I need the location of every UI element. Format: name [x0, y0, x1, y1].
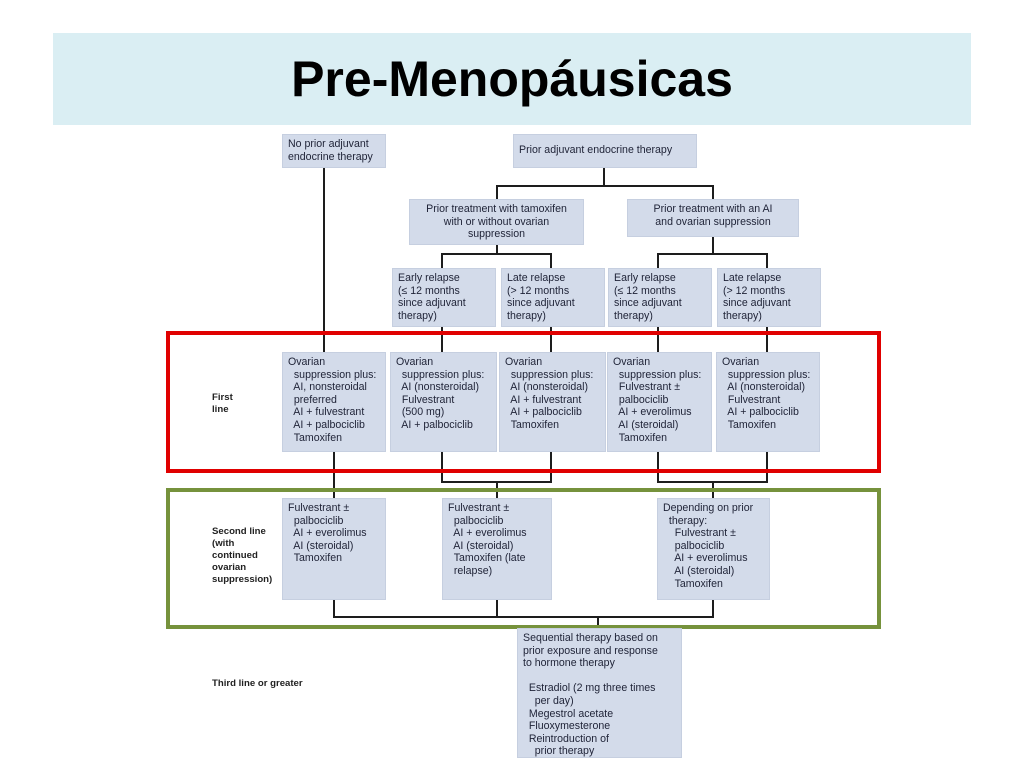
node-prior-ai: Prior treatment with an AI and ovarian s…	[627, 199, 799, 237]
connector-line	[766, 452, 768, 482]
connector-line	[657, 327, 659, 352]
connector-line	[597, 616, 599, 628]
connector-line	[441, 452, 443, 482]
connector-line	[712, 600, 714, 617]
connector-line	[496, 185, 714, 187]
connector-line	[657, 253, 659, 268]
node-first-line-early-ai: Ovarian suppression plus: Fulvestrant ± …	[607, 352, 712, 452]
connector-line	[766, 253, 768, 268]
first-line-highlight-frame	[166, 331, 881, 473]
node-third-line: Sequential therapy based on prior exposu…	[517, 628, 682, 758]
connector-line	[657, 253, 768, 255]
node-early-relapse-tamoxifen: Early relapse (≤ 12 months since adjuvan…	[392, 268, 496, 327]
title-bar: Pre-Menopáusicas	[53, 33, 971, 125]
row-label-third-line: Third line or greater	[212, 678, 303, 689]
second-line-highlight-frame	[166, 488, 881, 629]
connector-line	[766, 327, 768, 352]
connector-line	[441, 253, 552, 255]
connector-line	[550, 452, 552, 482]
connector-line	[657, 452, 659, 482]
connector-line	[496, 185, 498, 199]
connector-line	[441, 253, 443, 268]
slide-title: Pre-Menopáusicas	[291, 51, 733, 107]
node-second-line-2: Fulvestrant ± palbociclib AI + everolimu…	[442, 498, 552, 600]
connector-line	[712, 185, 714, 199]
connector-line	[496, 600, 498, 617]
node-first-line-late-ai: Ovarian suppression plus: AI (nonsteroid…	[716, 352, 820, 452]
node-early-relapse-ai: Early relapse (≤ 12 months since adjuvan…	[608, 268, 712, 327]
node-late-relapse-ai: Late relapse (> 12 months since adjuvant…	[717, 268, 821, 327]
node-second-line-1: Fulvestrant ± palbociclib AI + everolimu…	[282, 498, 386, 600]
node-no-prior-adjuvant: No prior adjuvant endocrine therapy	[282, 134, 386, 168]
connector-line	[550, 253, 552, 268]
connector-line	[333, 616, 714, 618]
connector-line	[441, 327, 443, 352]
node-first-line-no-prior: Ovarian suppression plus: AI, nonsteroid…	[282, 352, 386, 452]
connector-line	[550, 327, 552, 352]
node-prior-tamoxifen: Prior treatment with tamoxifen with or w…	[409, 199, 584, 245]
node-second-line-3: Depending on prior therapy: Fulvestrant …	[657, 498, 770, 600]
connector-line	[603, 168, 605, 186]
connector-line	[333, 600, 335, 617]
node-first-line-late-tamoxifen: Ovarian suppression plus: AI (nonsteroid…	[499, 352, 606, 452]
row-label-second-line: Second line (with continued ovarian supp…	[212, 526, 273, 585]
connector-line	[496, 244, 498, 254]
connector-line	[712, 236, 714, 254]
node-first-line-early-tamoxifen: Ovarian suppression plus: AI (nonsteroid…	[390, 352, 497, 452]
connector-line	[333, 452, 335, 498]
node-late-relapse-tamoxifen: Late relapse (> 12 months since adjuvant…	[501, 268, 605, 327]
node-prior-adjuvant: Prior adjuvant endocrine therapy	[513, 134, 697, 168]
connector-line	[323, 167, 325, 352]
row-label-first-line: First line	[212, 392, 233, 415]
